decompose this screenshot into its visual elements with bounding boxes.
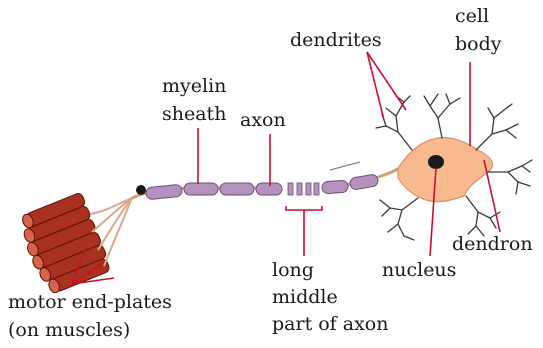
label-long-line3: part of axon	[272, 313, 388, 335]
label-motor-line2: (on muscles)	[8, 319, 130, 341]
label-nucleus: nucleus	[382, 259, 456, 281]
myelin-sheath	[145, 174, 378, 200]
nucleus	[428, 155, 444, 169]
label-long-line2: middle	[272, 286, 338, 308]
label-myelin-line1: myelin	[162, 75, 226, 97]
label-cell-body-line2: body	[455, 33, 502, 55]
label-dendron: dendron	[452, 233, 533, 255]
label-axon: axon	[240, 109, 286, 131]
label-motor-line1: motor end-plates	[8, 291, 172, 313]
node-dot	[136, 185, 146, 195]
label-cell-body-line1: cell	[455, 5, 489, 27]
leader-lines	[72, 52, 500, 284]
label-dendrites: dendrites	[290, 29, 382, 51]
label-long-line1: long	[272, 259, 314, 281]
label-myelin-line2: sheath	[162, 103, 226, 125]
